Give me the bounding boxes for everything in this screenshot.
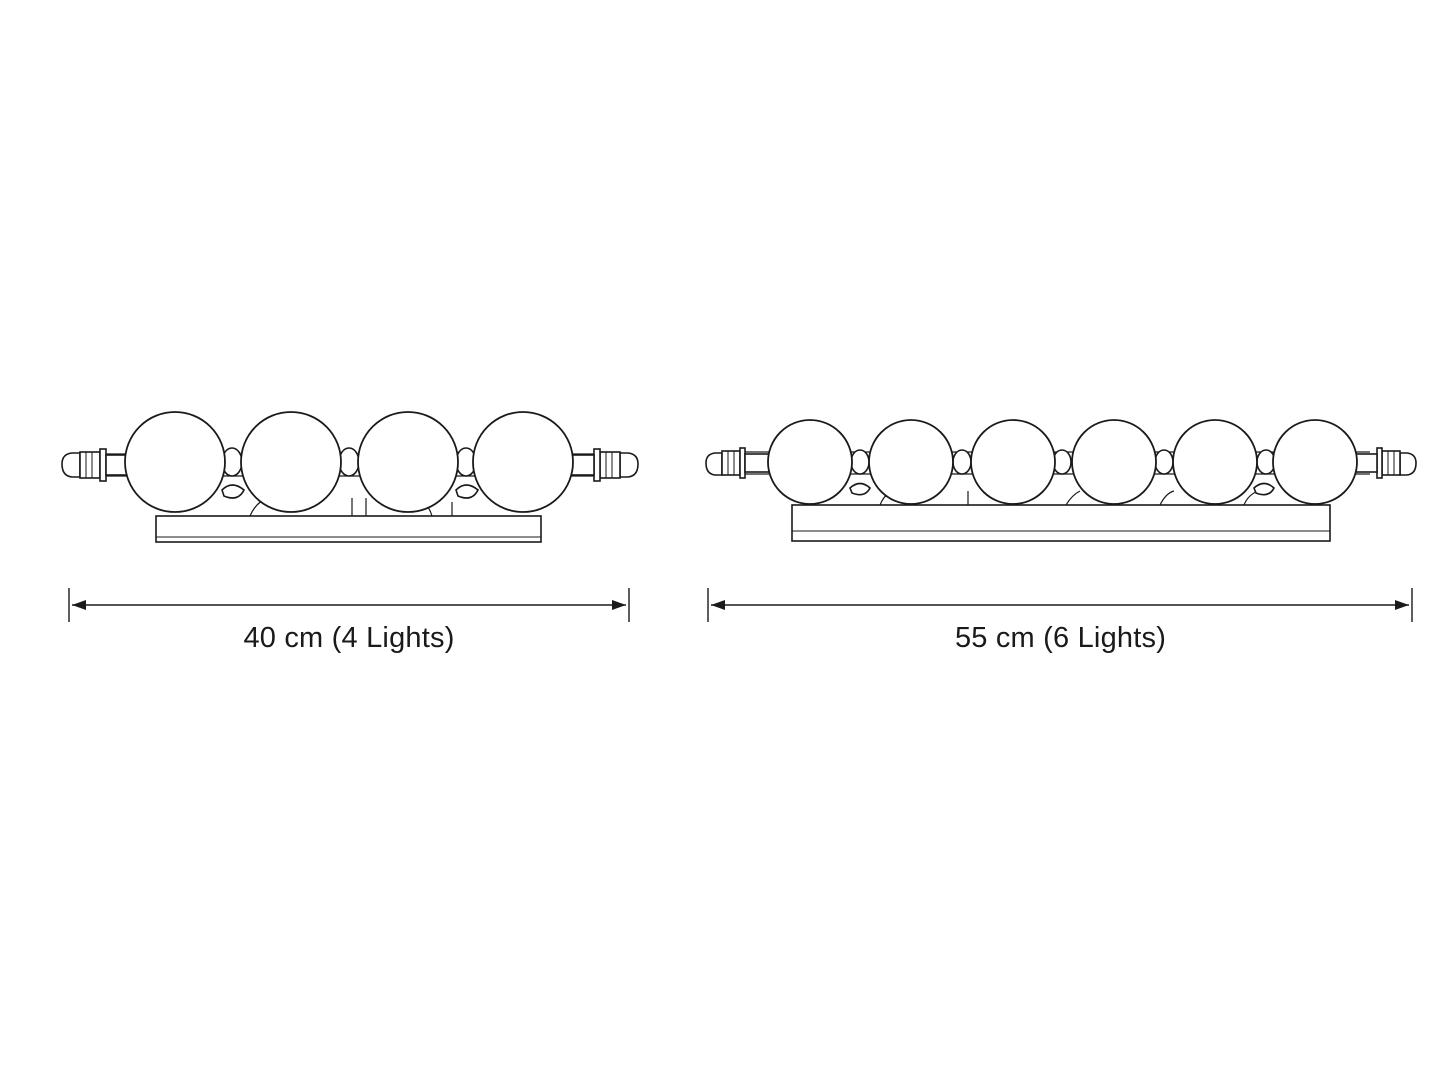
globe [357,411,459,513]
end-cap-left [705,447,770,479]
globe [1071,419,1157,505]
globe [124,411,226,513]
back-plate [791,504,1331,542]
globe [472,411,574,513]
globe [1272,419,1358,505]
globe [767,419,853,505]
globe [1172,419,1258,505]
end-cap-right [1353,447,1417,479]
fixture-6-lights [705,419,1417,542]
dimension-label-6-lights: 55 cm (6 Lights) [954,622,1167,654]
globes [767,419,1358,505]
globe [970,419,1056,505]
dimension-line-right [707,588,1413,622]
back-plate [155,515,542,543]
globe [240,411,342,513]
globe [868,419,954,505]
dimension-label-4-lights: 40 cm (4 Lights) [243,622,455,654]
globes [124,411,574,513]
fixture-4-lights [61,411,639,543]
connectors [221,447,479,499]
dimension-line-left [68,588,630,622]
